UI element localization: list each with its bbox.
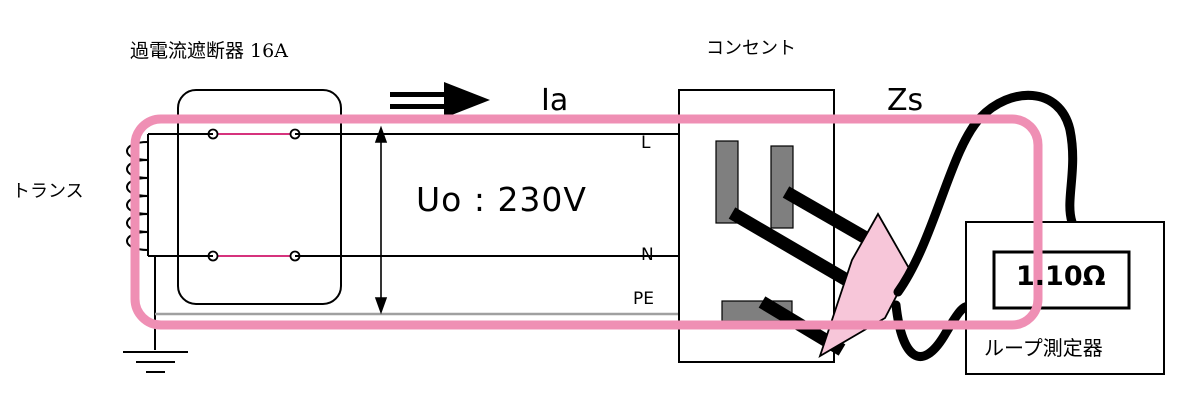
current-direction-arrow [390, 82, 490, 118]
protective-earth-label: PE [633, 289, 654, 309]
breaker-contacts [207, 128, 301, 262]
voltage-arrow [374, 125, 388, 315]
meter-reading: 1.10Ω [1016, 261, 1106, 292]
transformer-label: トランス [12, 181, 84, 202]
outlet-slot-l [770, 145, 794, 229]
outlet-slot-n [715, 140, 739, 224]
line-label: L [641, 133, 651, 153]
test-cable [891, 91, 1078, 361]
impedance-label: Zs [887, 83, 924, 118]
ground-symbol [123, 256, 188, 373]
neutral-label: N [641, 245, 654, 265]
outlet-label: コンセント [706, 38, 796, 59]
meter-name-label: ループ測定器 [984, 336, 1103, 360]
current-label: Ia [541, 83, 569, 118]
transformer-coil [126, 134, 149, 256]
meter-display [992, 250, 1131, 310]
voltage-label: Uo : 230V [416, 180, 588, 219]
breaker-label: 過電流遮断器 16A [130, 40, 288, 62]
fault-loop-highlight [130, 114, 1043, 330]
breaker-box [177, 89, 342, 305]
